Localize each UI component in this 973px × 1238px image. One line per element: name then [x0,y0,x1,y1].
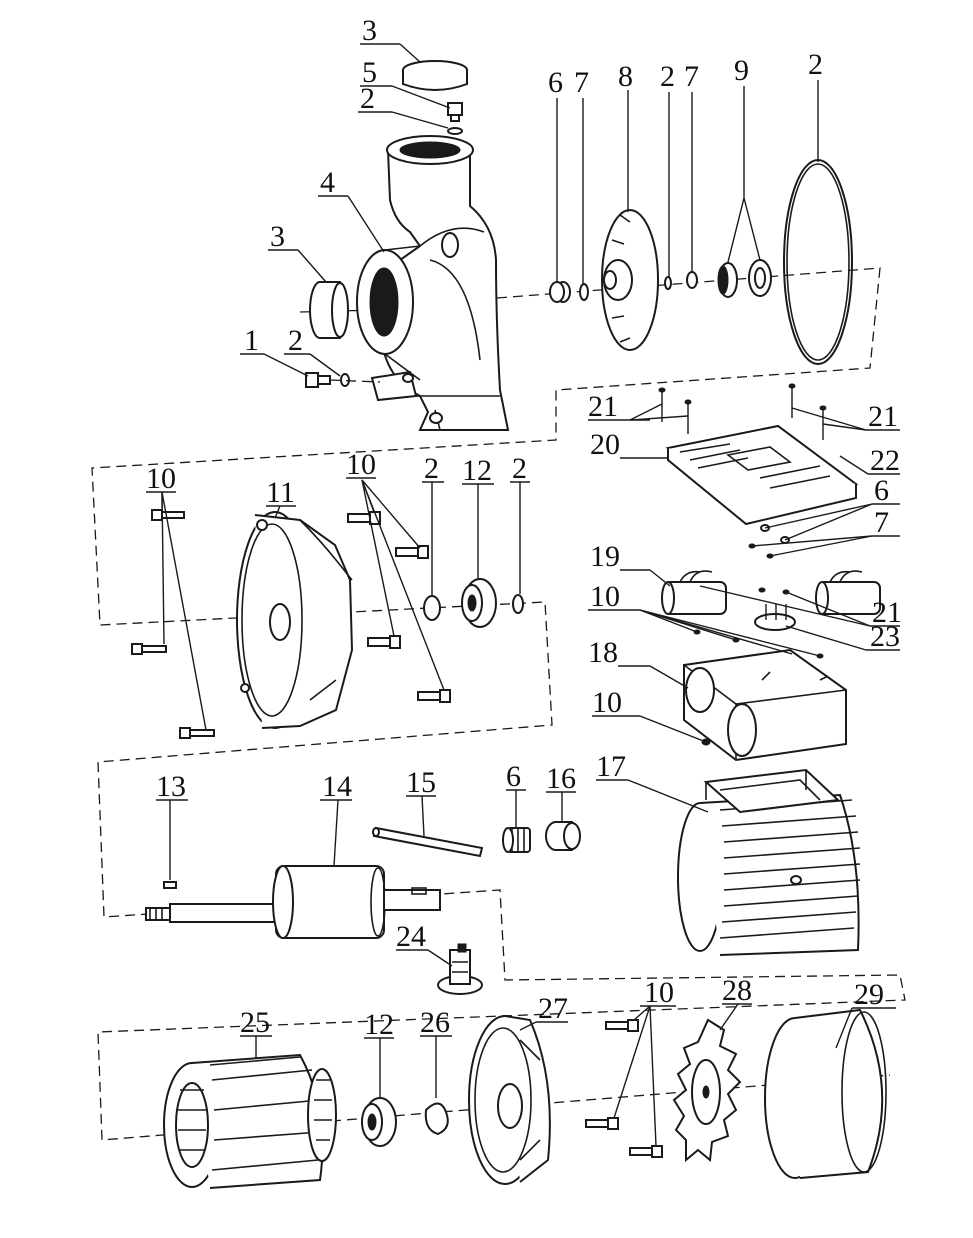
rod-15 [372,826,484,858]
callout: 2 [808,48,823,81]
callout: 7 [874,506,889,539]
callout: 29 [854,978,884,1011]
terminal-box-group [658,383,881,762]
callout: 2 [660,60,675,93]
callout: 19 [590,540,620,573]
callout: 6 [874,474,889,507]
callout: 2 [360,82,375,115]
switch-24 [437,943,483,995]
bush-6c [502,827,531,853]
pump-housing [356,135,510,431]
sleeve-16 [545,821,581,851]
plug-side [309,281,349,339]
rotor-group [145,768,861,995]
callout: 12 [462,454,492,487]
end-shield-27 [468,1015,551,1185]
callout: 24 [396,920,426,953]
ring-2f [512,594,524,614]
fan-cover-29 [764,1008,887,1179]
washer-left [340,373,350,387]
callout: 22 [870,444,900,477]
terminal-box-lid [665,424,859,526]
screws-21 [658,383,827,440]
callout: 8 [618,60,633,93]
callout: 2 [512,452,527,485]
callout: 20 [590,428,620,461]
bearing-12b [361,1097,397,1147]
o-ring-large [783,159,853,365]
callout: 1 [244,324,259,357]
callout: 4 [320,166,335,199]
callout: 10 [590,580,620,613]
pump-casing-group [305,60,510,431]
mechanical-seal [717,259,772,298]
screws-10-right [347,511,451,703]
capacitor-left [661,570,727,615]
callout: 2 [288,324,303,357]
callout: 26 [420,1006,450,1039]
callout: 12 [364,1008,394,1041]
callout: 9 [734,54,749,87]
callout: 27 [538,992,568,1025]
bearing-12a [461,578,497,628]
callout: 25 [240,1006,270,1039]
callout: 3 [270,220,285,253]
callout: 28 [722,974,752,1007]
callout: 13 [156,770,186,803]
callout: 16 [546,762,576,795]
callout: 18 [588,636,618,669]
fan-28 [672,1018,742,1163]
callout: 10 [644,976,674,1009]
bolt-1 [305,372,331,388]
washer-2e [423,595,441,621]
callout: 21 [872,596,902,629]
callout: 15 [406,766,436,799]
screw-21c-a [758,587,766,593]
callout: 3 [362,14,377,47]
washer-2c [664,276,672,290]
plug-top [402,60,468,91]
callout: 21 [588,390,618,423]
stator-25 [163,1053,337,1189]
screws-10-left [131,509,215,739]
washer-26 [424,1102,449,1136]
washer-top [447,127,463,135]
motor-housing-17 [677,768,861,956]
callout: 7 [574,66,589,99]
screw-5 [447,102,463,122]
terminal-box-18 [683,648,847,762]
washer-7 [579,283,589,301]
motor-bracket [236,511,354,729]
washer-7b [686,271,698,289]
key-13 [163,881,177,889]
callout: 10 [346,448,376,481]
callout: 10 [592,686,622,719]
callout: 14 [322,770,352,803]
callout-labels: 3 5 2 4 3 1 2 6 7 8 2 7 9 2 21 21 20 22 … [146,14,902,1041]
terminal-block-23 [754,604,796,631]
screws-10e [585,1019,663,1158]
callout: 23 [870,620,900,653]
bottom-group [163,1008,887,1189]
callout: 7 [684,60,699,93]
leader-lines [146,43,900,1147]
callout: 10 [146,462,176,495]
nut-6 [549,281,571,303]
bracket-group [131,509,524,739]
impeller [601,209,659,351]
rotor-shaft [145,865,441,939]
impeller-group [549,159,853,365]
callout: 17 [596,750,626,783]
callout: 21 [868,400,898,433]
callout: 11 [266,476,295,509]
callout: 6 [506,760,521,793]
callout: 2 [424,452,439,485]
callout: 5 [362,56,377,89]
callout: 6 [548,66,563,99]
